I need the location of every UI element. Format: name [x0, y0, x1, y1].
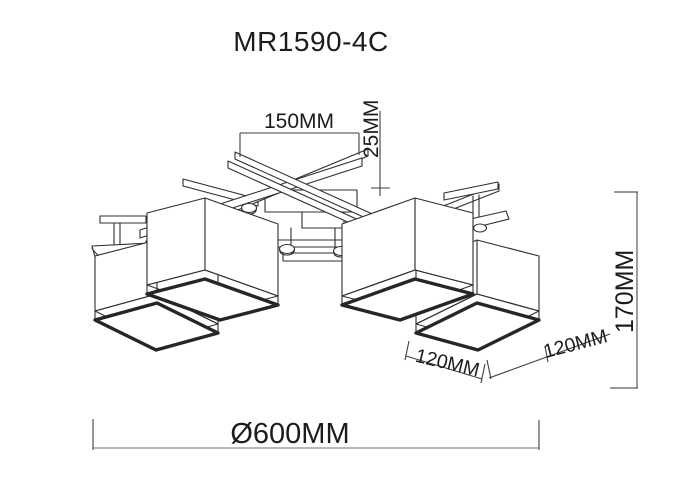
- left-bracket-bar: [99, 215, 147, 224]
- dim-overall-diameter-label: Ø600MM: [230, 418, 349, 450]
- dimension-canopy-width: 150MM: [239, 110, 360, 157]
- shade-front-left-rim: [145, 277, 280, 322]
- right-bracket-bar: [443, 181, 499, 201]
- dimension-fixture-height: 170MM: [610, 191, 639, 389]
- shade-front-right: [340, 197, 475, 322]
- dim-fixture-height-label: 170MM: [611, 250, 639, 333]
- shade-far-left-rim: [93, 301, 220, 352]
- dim-shade-left-label: 120MM: [413, 345, 481, 382]
- shade-front-right-rim: [340, 277, 475, 322]
- shade-front-left: [145, 197, 280, 322]
- dimension-canopy-drop: 25MM: [360, 100, 390, 196]
- dim-shade-right-label: 120MM: [541, 325, 609, 363]
- shade-far-right-rim: [414, 301, 541, 352]
- dimension-overall-diameter: Ø600MM: [92, 418, 540, 450]
- dim-canopy-drop-label: 25MM: [360, 100, 383, 158]
- model-number-title: MR1590-4C: [233, 26, 388, 57]
- dim-canopy-width-label: 150MM: [264, 110, 334, 133]
